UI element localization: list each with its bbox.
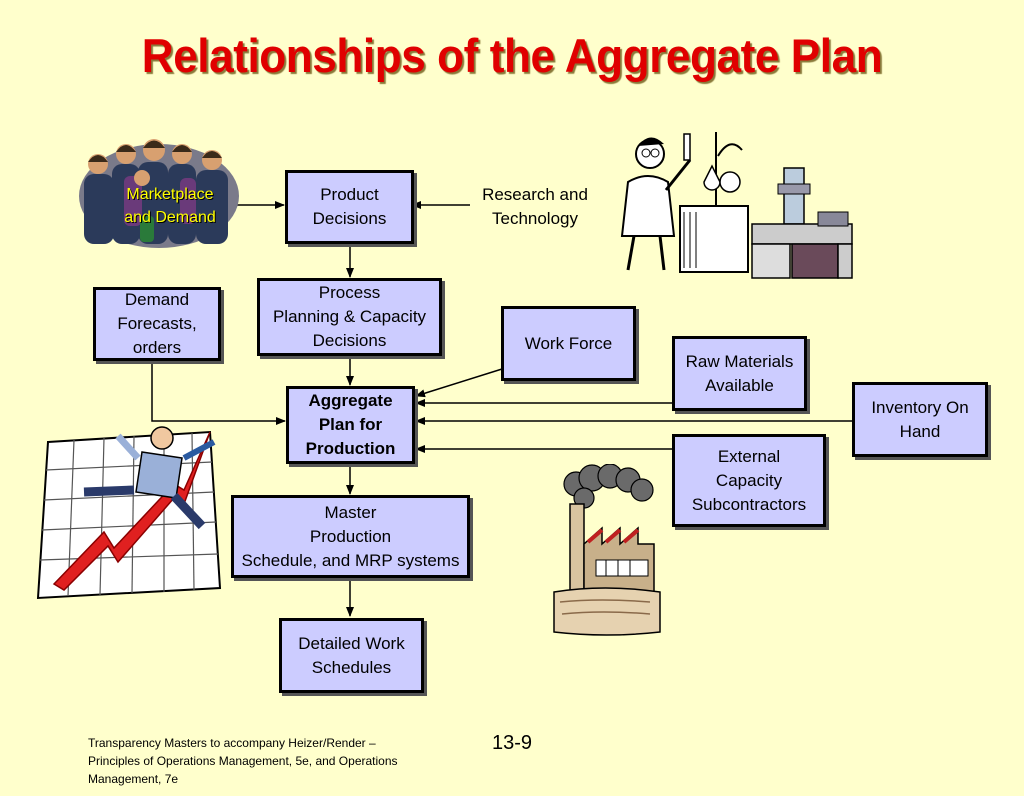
footer-credit: Transparency Masters to accompany Heizer… xyxy=(88,736,398,786)
node-product-decisions: Product Decisions xyxy=(285,170,414,244)
node-demand-forecasts: Demand Forecasts, orders xyxy=(93,287,221,361)
node-master-production: Master Production Schedule, and MRP syst… xyxy=(231,495,470,578)
node-raw-materials: Raw Materials Available xyxy=(672,336,807,411)
crowd-clipart xyxy=(79,139,239,248)
node-research-technology: Research and Technology xyxy=(482,185,588,228)
node-work-force: Work Force xyxy=(501,306,636,381)
node-process-planning: Process Planning & Capacity Decisions xyxy=(257,278,442,356)
node-inventory-on-hand: Inventory On Hand xyxy=(852,382,988,457)
node-marketplace: Marketplace and Demand xyxy=(124,186,216,226)
node-aggregate-plan: Aggregate Plan for Production xyxy=(286,386,415,464)
page-title: Relationships of the Aggregate Plan xyxy=(141,29,883,82)
arrow-workforce-to-aggregate xyxy=(415,368,503,398)
machine-clipart xyxy=(751,167,853,279)
falling-man-chart-clipart xyxy=(36,426,222,600)
arrow-demand-to-aggregate xyxy=(151,359,286,425)
page-number: 13-9 xyxy=(491,732,533,754)
node-detailed-work: Detailed Work Schedules xyxy=(279,618,424,693)
factory-clipart xyxy=(553,464,661,636)
node-external-capacity: External Capacity Subcontractors xyxy=(672,434,826,527)
scientist-clipart xyxy=(620,132,749,273)
